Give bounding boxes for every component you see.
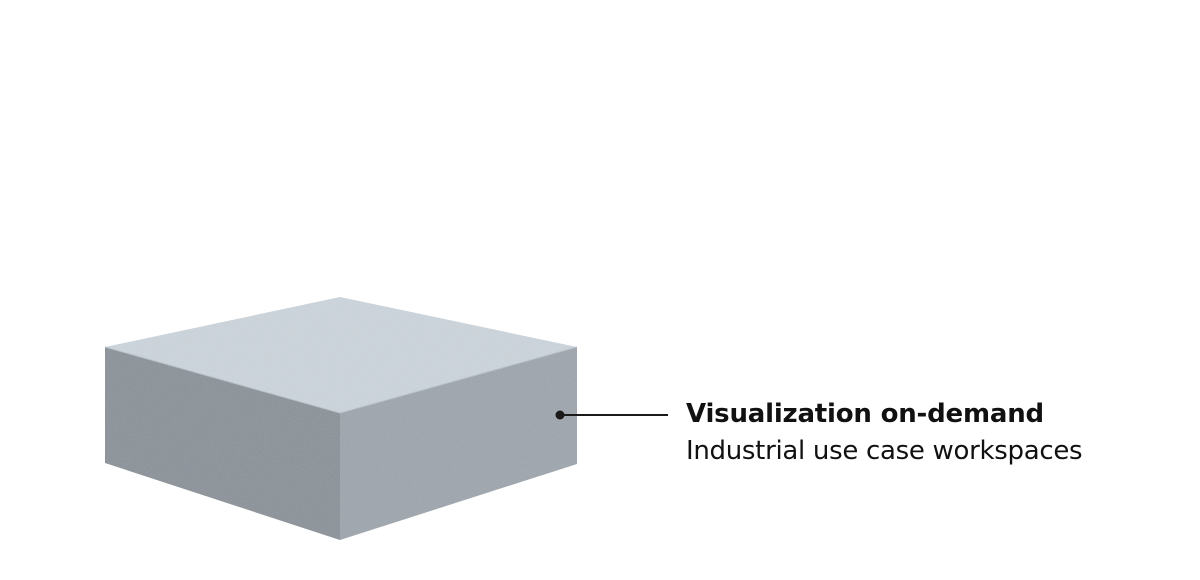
block-left-face [105, 347, 340, 540]
callout-label: Visualization on-demand Industrial use c… [686, 396, 1083, 470]
callout-subtitle: Industrial use case workspaces [686, 436, 1083, 466]
block-right-face [340, 347, 577, 540]
block-top-edge [104, 346, 578, 414]
callout-title: Visualization on-demand [686, 399, 1044, 429]
block-top-face [105, 297, 577, 413]
